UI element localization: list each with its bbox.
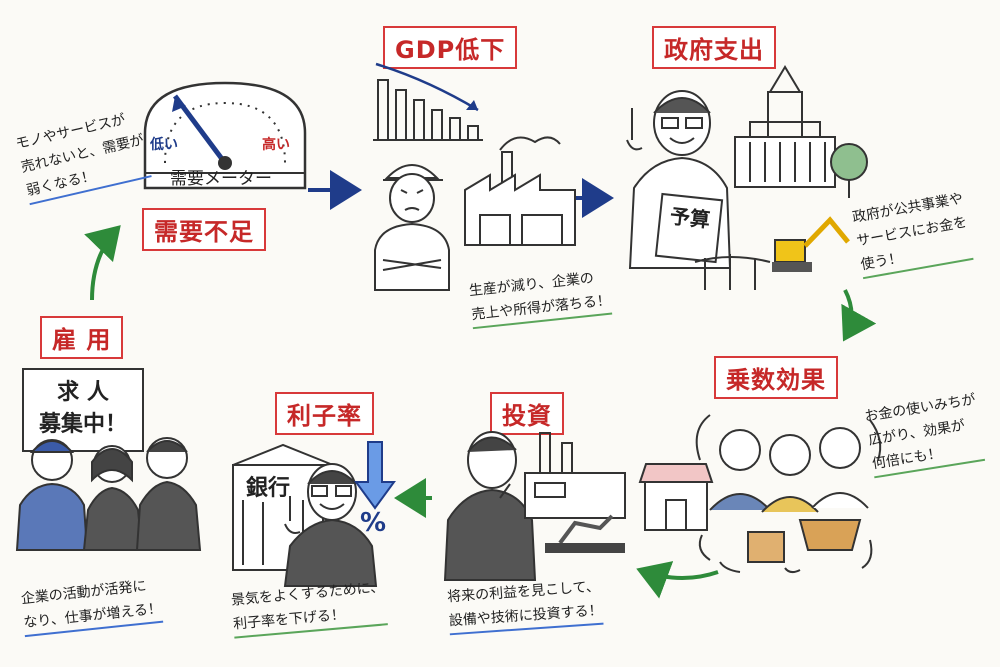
label-multiplier: 乗数効果 [714,356,838,399]
meter-high-label: 高い [262,137,290,153]
label-interest-rate: 利子率 [275,392,374,435]
label-gdp-down: GDP低下 [383,26,518,69]
robot-factory-icon [524,432,626,553]
workers-group-icon [15,437,202,551]
percent-sign: % [360,508,387,538]
label-investment: 投資 [490,392,564,435]
tree-icon [830,143,868,198]
banker-icon [283,463,378,587]
recruit-sign: 求 人 募集中！ [22,368,144,452]
diet-building-icon [734,65,836,188]
factory-icon [464,136,576,246]
worried-worker-icon [374,164,450,291]
note-investment: 将来の利益を見こして、 設備や技術に投資する！ [446,574,604,636]
businessman-thinking-icon [443,431,537,581]
label-gov-spending: 政府支出 [652,26,776,69]
demand-meter [143,81,307,190]
construction-icon [694,216,850,290]
meter-title: 需要メーター [170,169,272,189]
arrow-multiplier-to-investment [636,561,719,599]
bank-sign: 銀行 [246,470,291,502]
label-employment: 雇 用 [40,316,124,359]
rate-down-arrow-icon [354,441,396,510]
recruit-line2: 募集中！ [38,412,127,437]
label-demand-shortfall: 需要不足 [142,208,266,251]
gdp-decline-chart-icon [373,62,483,141]
arrow-gov-to-multiplier [841,289,877,342]
meter-low-label: 低い [150,137,178,153]
recruit-line1: 求 人 [57,380,109,405]
arrow-employment-to-demand [84,225,121,301]
multiplier-cycle-icon [638,414,882,574]
